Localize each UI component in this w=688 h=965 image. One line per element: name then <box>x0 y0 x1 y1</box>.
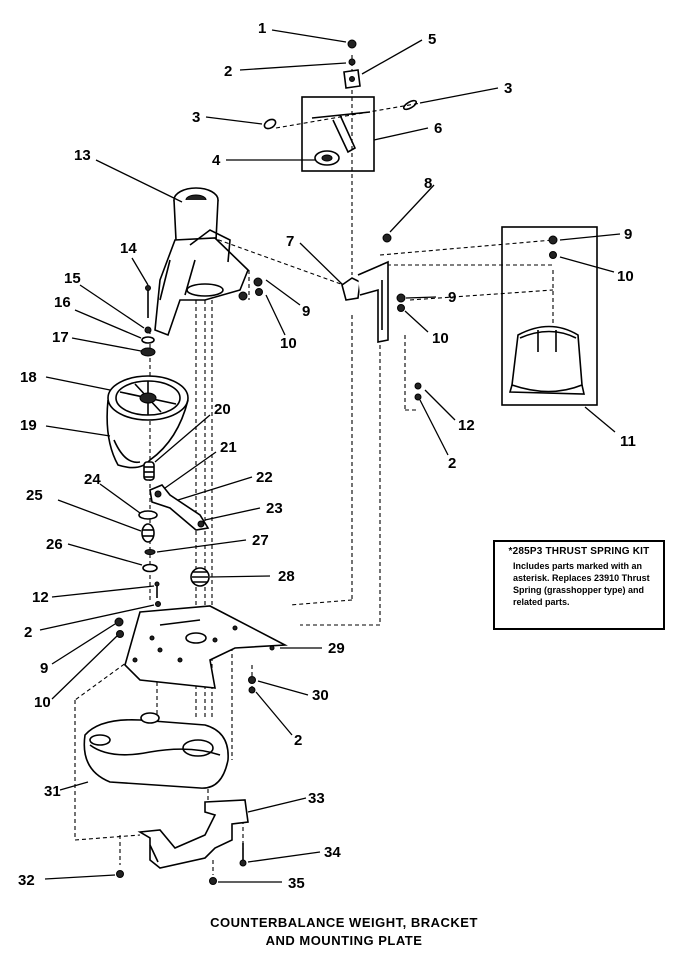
counterbalance-weight-31 <box>83 712 229 789</box>
callout-32: 32 <box>18 872 35 889</box>
callout-28: 28 <box>278 568 295 585</box>
belt-part-19 <box>106 399 189 469</box>
screw-part-35 <box>209 877 217 885</box>
callout-9-mid: 9 <box>448 289 456 306</box>
callout-7: 7 <box>286 233 294 250</box>
clip-part-5 <box>343 69 361 89</box>
washers-part-9-10-left <box>114 617 124 638</box>
callout-leaders <box>39 29 621 883</box>
callout-24: 24 <box>84 471 101 488</box>
callout-3-right: 3 <box>504 80 512 97</box>
callout-12-right: 12 <box>458 417 475 434</box>
washer-part-16 <box>141 336 155 344</box>
spring-part-25 <box>141 523 155 543</box>
washer-part-27 <box>144 549 156 555</box>
callout-33: 33 <box>308 790 325 807</box>
callout-10-left: 10 <box>34 694 51 711</box>
callout-labels: 1 2 3 3 4 5 6 7 8 9 10 11 12 2 13 14 15 … <box>18 20 636 892</box>
bracket-part-33 <box>137 799 249 869</box>
callout-2: 2 <box>224 63 232 80</box>
callout-30: 30 <box>312 687 329 704</box>
callout-18: 18 <box>20 369 37 386</box>
washer-part-24 <box>138 510 158 520</box>
bracket-box-6 <box>301 96 375 172</box>
callout-16: 16 <box>54 294 71 311</box>
callout-35: 35 <box>288 875 305 892</box>
callout-10-housing: 10 <box>280 335 297 352</box>
callout-8: 8 <box>424 175 432 192</box>
screw-part-14 <box>145 285 151 318</box>
callout-21: 21 <box>220 439 237 456</box>
callout-13: 13 <box>74 147 91 164</box>
callout-1: 1 <box>258 20 266 37</box>
thrust-spring-kit-note: *285P3 THRUST SPRING KIT Includes parts … <box>493 540 665 630</box>
washer-part-2-top <box>348 58 356 66</box>
screw-part-12-right <box>414 382 422 401</box>
callout-27: 27 <box>252 532 269 549</box>
note-text: Includes parts marked with an asterisk. … <box>513 561 650 607</box>
washers-part-30-2 <box>248 676 256 694</box>
callout-11: 11 <box>620 433 636 450</box>
caption-line-1: COUNTERBALANCE WEIGHT, BRACKET <box>210 915 478 930</box>
spring-part-20 <box>143 461 155 481</box>
callout-2-left: 2 <box>24 624 32 641</box>
counterweight-box-11 <box>501 226 598 406</box>
screw-part-8 <box>382 233 392 243</box>
callout-2-right: 2 <box>448 455 456 472</box>
callout-3-left: 3 <box>192 109 200 126</box>
callout-5: 5 <box>428 31 436 48</box>
callout-9-left: 9 <box>40 660 48 677</box>
pulley-part-18 <box>107 375 189 421</box>
note-title: *285P3 THRUST SPRING KIT <box>508 546 650 557</box>
clip-part-3-right <box>402 99 418 111</box>
callout-4: 4 <box>212 152 221 169</box>
callout-17: 17 <box>52 329 69 346</box>
callout-6: 6 <box>434 120 442 137</box>
screws-part-12-2-left <box>154 581 161 607</box>
callout-2-plate: 2 <box>294 732 302 749</box>
callout-26: 26 <box>46 536 63 553</box>
nut-part-17 <box>140 347 156 357</box>
washer-part-26 <box>142 563 158 573</box>
washers-9-10-right <box>396 293 406 312</box>
callout-20: 20 <box>214 401 231 418</box>
callout-22: 22 <box>256 469 273 486</box>
callout-9-box: 9 <box>624 226 632 243</box>
spring-part-28 <box>190 567 210 587</box>
caption-line-2: AND MOUNTING PLATE <box>265 933 423 948</box>
lever-part-7 <box>341 260 389 343</box>
callout-29: 29 <box>328 640 345 657</box>
screw-part-34 <box>239 843 247 867</box>
washers-9-10-left <box>253 277 263 296</box>
screw-part-1 <box>347 39 357 49</box>
callout-9-housing: 9 <box>302 303 310 320</box>
clip-part-3-left <box>263 118 277 130</box>
callout-10-mid: 10 <box>432 330 449 347</box>
arm-part-22-23 <box>149 484 210 531</box>
mounting-plate-29 <box>124 605 288 689</box>
callout-25: 25 <box>26 487 43 504</box>
washer-part-15 <box>144 326 152 334</box>
callout-31: 31 <box>44 783 61 800</box>
callout-34: 34 <box>324 844 341 861</box>
callout-14: 14 <box>120 240 137 257</box>
callout-15: 15 <box>64 270 81 287</box>
callout-19: 19 <box>20 417 37 434</box>
callout-10-box: 10 <box>617 268 634 285</box>
housing-part-13 <box>154 187 249 337</box>
screw-part-32 <box>116 870 124 878</box>
callout-12-left: 12 <box>32 589 49 606</box>
callout-23: 23 <box>266 500 283 517</box>
